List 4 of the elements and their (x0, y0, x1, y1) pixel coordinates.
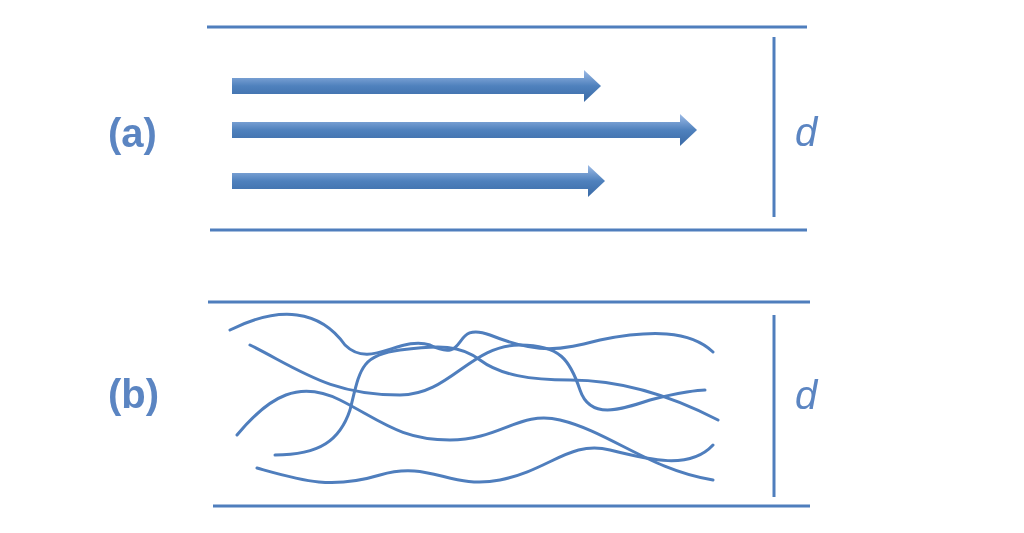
dimension-label: d (795, 375, 818, 415)
panel-label: (b) (108, 374, 160, 414)
panel-label: (a) (108, 113, 157, 153)
dimension-label: d (795, 112, 818, 152)
